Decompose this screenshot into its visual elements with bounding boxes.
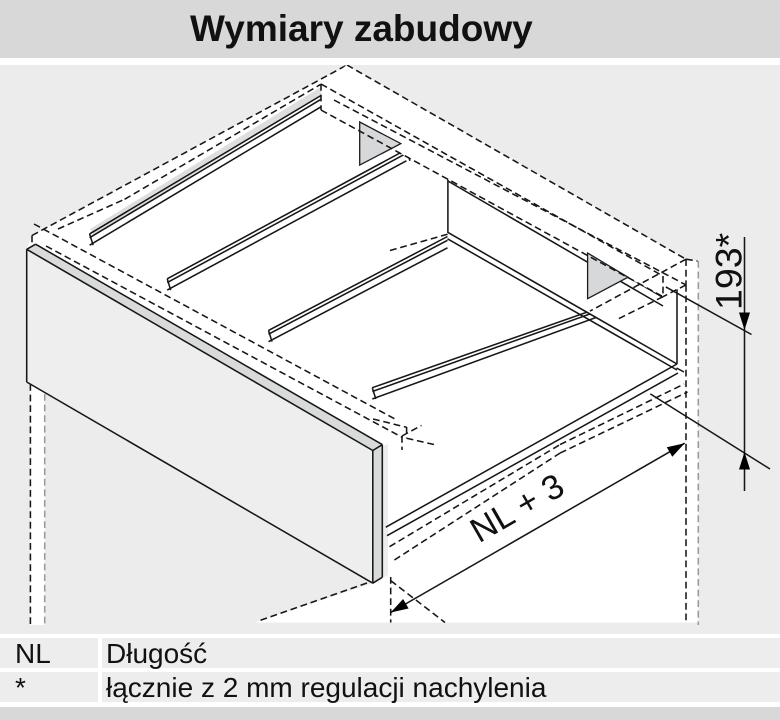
svg-text:193*: 193* — [708, 233, 750, 310]
